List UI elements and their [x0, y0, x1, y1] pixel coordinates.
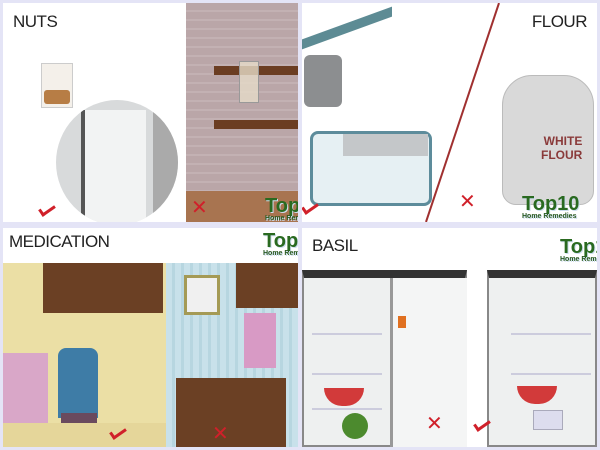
panel-title: NUTS: [13, 12, 58, 31]
flour-bag-illustration: [304, 55, 342, 107]
fridge-closed-drawer-illustration: [487, 270, 597, 447]
x-icon: ✕: [191, 195, 208, 219]
container-illustration: [310, 131, 432, 206]
x-icon: ✕: [426, 411, 443, 435]
bedroom-scene: [3, 263, 166, 447]
panel-title: MEDICATION: [9, 232, 110, 251]
x-icon: ✕: [459, 189, 476, 213]
fridge-circle-illustration: [56, 100, 178, 222]
panel-title: BASIL: [312, 236, 358, 255]
x-icon: ✕: [212, 421, 229, 445]
nut-bag-illustration: [41, 63, 73, 108]
sack-label-line1: WHITE: [543, 134, 583, 148]
panel-title: FLOUR: [531, 12, 588, 31]
check-icon: [38, 201, 56, 217]
flour-sack-illustration: WHITE FLOUR: [502, 75, 594, 205]
fridge-open-illustration: [302, 270, 467, 447]
bathroom-scene: [166, 263, 298, 447]
wall-scene: [186, 3, 298, 222]
sack-label-line2: FLOUR: [541, 148, 583, 162]
divider-line: [425, 3, 500, 222]
